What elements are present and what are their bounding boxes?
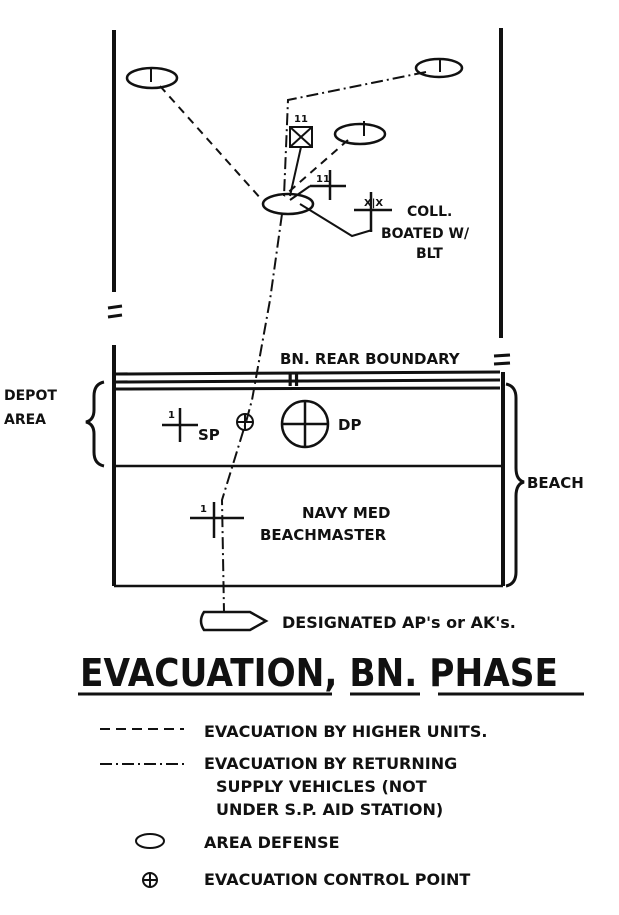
beach-label: BEACH [527,474,584,492]
svg-text:11: 11 [294,114,308,125]
depot-area-label-2: AREA [4,412,46,428]
legend-area-defense-icon [135,833,165,849]
legend-label-control-point: EVACUATION CONTROL POINT [204,870,470,889]
svg-text:1: 1 [200,504,207,515]
depot-boundary-mark: II [287,371,300,391]
ship-icon [199,610,269,632]
supply-point-symbol: 1 [162,408,198,442]
legend: EVACUATION BY HIGHER UNITS. EVACUATION B… [100,722,487,889]
collecting-unit-symbol: X|X [299,192,392,238]
svg-text:X|X: X|X [364,198,383,209]
depot-area-label-1: DEPOT [4,388,57,404]
main-evacuation-route [220,213,283,613]
higher-units-route-left [159,85,263,201]
coll-label-3: BLT [416,246,443,262]
evacuation-control-point-symbol [236,413,254,431]
navy-med-label: NAVY MED [302,504,390,522]
svg-text:11: 11 [316,174,330,185]
dp-label: DP [338,416,361,434]
sp-label: SP [198,426,220,444]
medical-unit-symbol: 11 [289,114,313,197]
right-sector-boundary [493,28,511,586]
beachmaster-label: BEACHMASTER [260,526,387,544]
diagram-title: EVACUATION, BN. PHASE [80,651,558,695]
navy-med-symbol: 1 [190,502,244,538]
left-sector-boundary [107,30,123,586]
depot-area-brace [85,380,105,468]
coll-label-2: BOATED W/ [381,226,470,242]
battalion-aid-oval [261,192,315,216]
svg-text:1: 1 [168,410,175,421]
designated-label: DESIGNATED AP's or AK's. [282,613,516,632]
bn-rear-boundary-line [115,370,501,391]
legend-label-returning-supply-3: UNDER S.P. AID STATION) [216,800,443,819]
higher-units-route-center [283,139,349,197]
rear-boundary-label: BN. REAR BOUNDARY [280,350,461,368]
unit-symbol-cross: 11 [289,170,346,201]
legend-label-higher-units: EVACUATION BY HIGHER UNITS. [204,722,487,741]
legend-control-point-icon [142,872,158,888]
beach-brace [505,382,525,588]
area-defense-oval-center [333,122,387,146]
coll-label-1: COLL. [407,204,452,220]
higher-units-route-right [283,71,427,197]
legend-label-returning-supply: EVACUATION BY RETURNING [204,754,457,773]
legend-label-area-defense: AREA DEFENSE [204,833,340,852]
distribution-point-symbol [280,399,330,449]
legend-label-returning-supply-2: SUPPLY VEHICLES (NOT [216,777,427,796]
